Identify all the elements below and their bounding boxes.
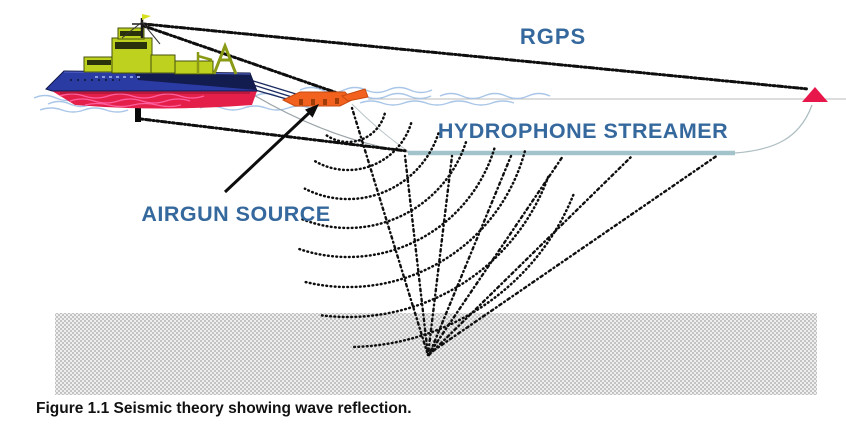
streamer-tail-curve xyxy=(734,104,813,154)
deck-crane xyxy=(196,52,213,74)
airgun-source-float xyxy=(281,88,369,107)
forward-windows xyxy=(87,60,111,65)
wavefront-arcs xyxy=(296,112,575,349)
funnel-block xyxy=(150,54,176,74)
rgps-label: RGPS xyxy=(520,24,586,49)
rgps-line-mast-to-tailbuoy xyxy=(142,22,810,91)
airgun-posts xyxy=(299,98,339,105)
arrowhead xyxy=(305,104,319,118)
hull-stern-dark xyxy=(135,73,256,90)
hull-red-texture xyxy=(59,93,205,108)
rgps-line-keel-to-streamer xyxy=(139,117,409,153)
main-mast xyxy=(121,14,161,45)
downgoing-ray xyxy=(350,106,429,354)
survey-vessel xyxy=(45,14,258,122)
mast-flag xyxy=(142,14,151,20)
airgun-float-fin xyxy=(340,88,369,102)
stern-a-frame xyxy=(212,41,238,75)
bridge-windows xyxy=(115,42,147,49)
reflection-rays xyxy=(350,106,720,357)
aft-deckhouse xyxy=(174,60,214,75)
airgun-source-label: AIRGUN SOURCE xyxy=(141,202,330,226)
seabed-layer xyxy=(55,313,817,395)
hydrophone-streamer-label: HYDROPHONE STREAMER xyxy=(438,119,728,143)
rgps-line-mast-to-source xyxy=(142,24,348,98)
figure-caption: Figure 1.1 Seismic theory showing wave r… xyxy=(36,400,412,417)
tail-buoy-marker xyxy=(802,87,828,102)
upper-bridge-windows xyxy=(120,31,141,36)
annotation-arrow xyxy=(223,104,319,194)
